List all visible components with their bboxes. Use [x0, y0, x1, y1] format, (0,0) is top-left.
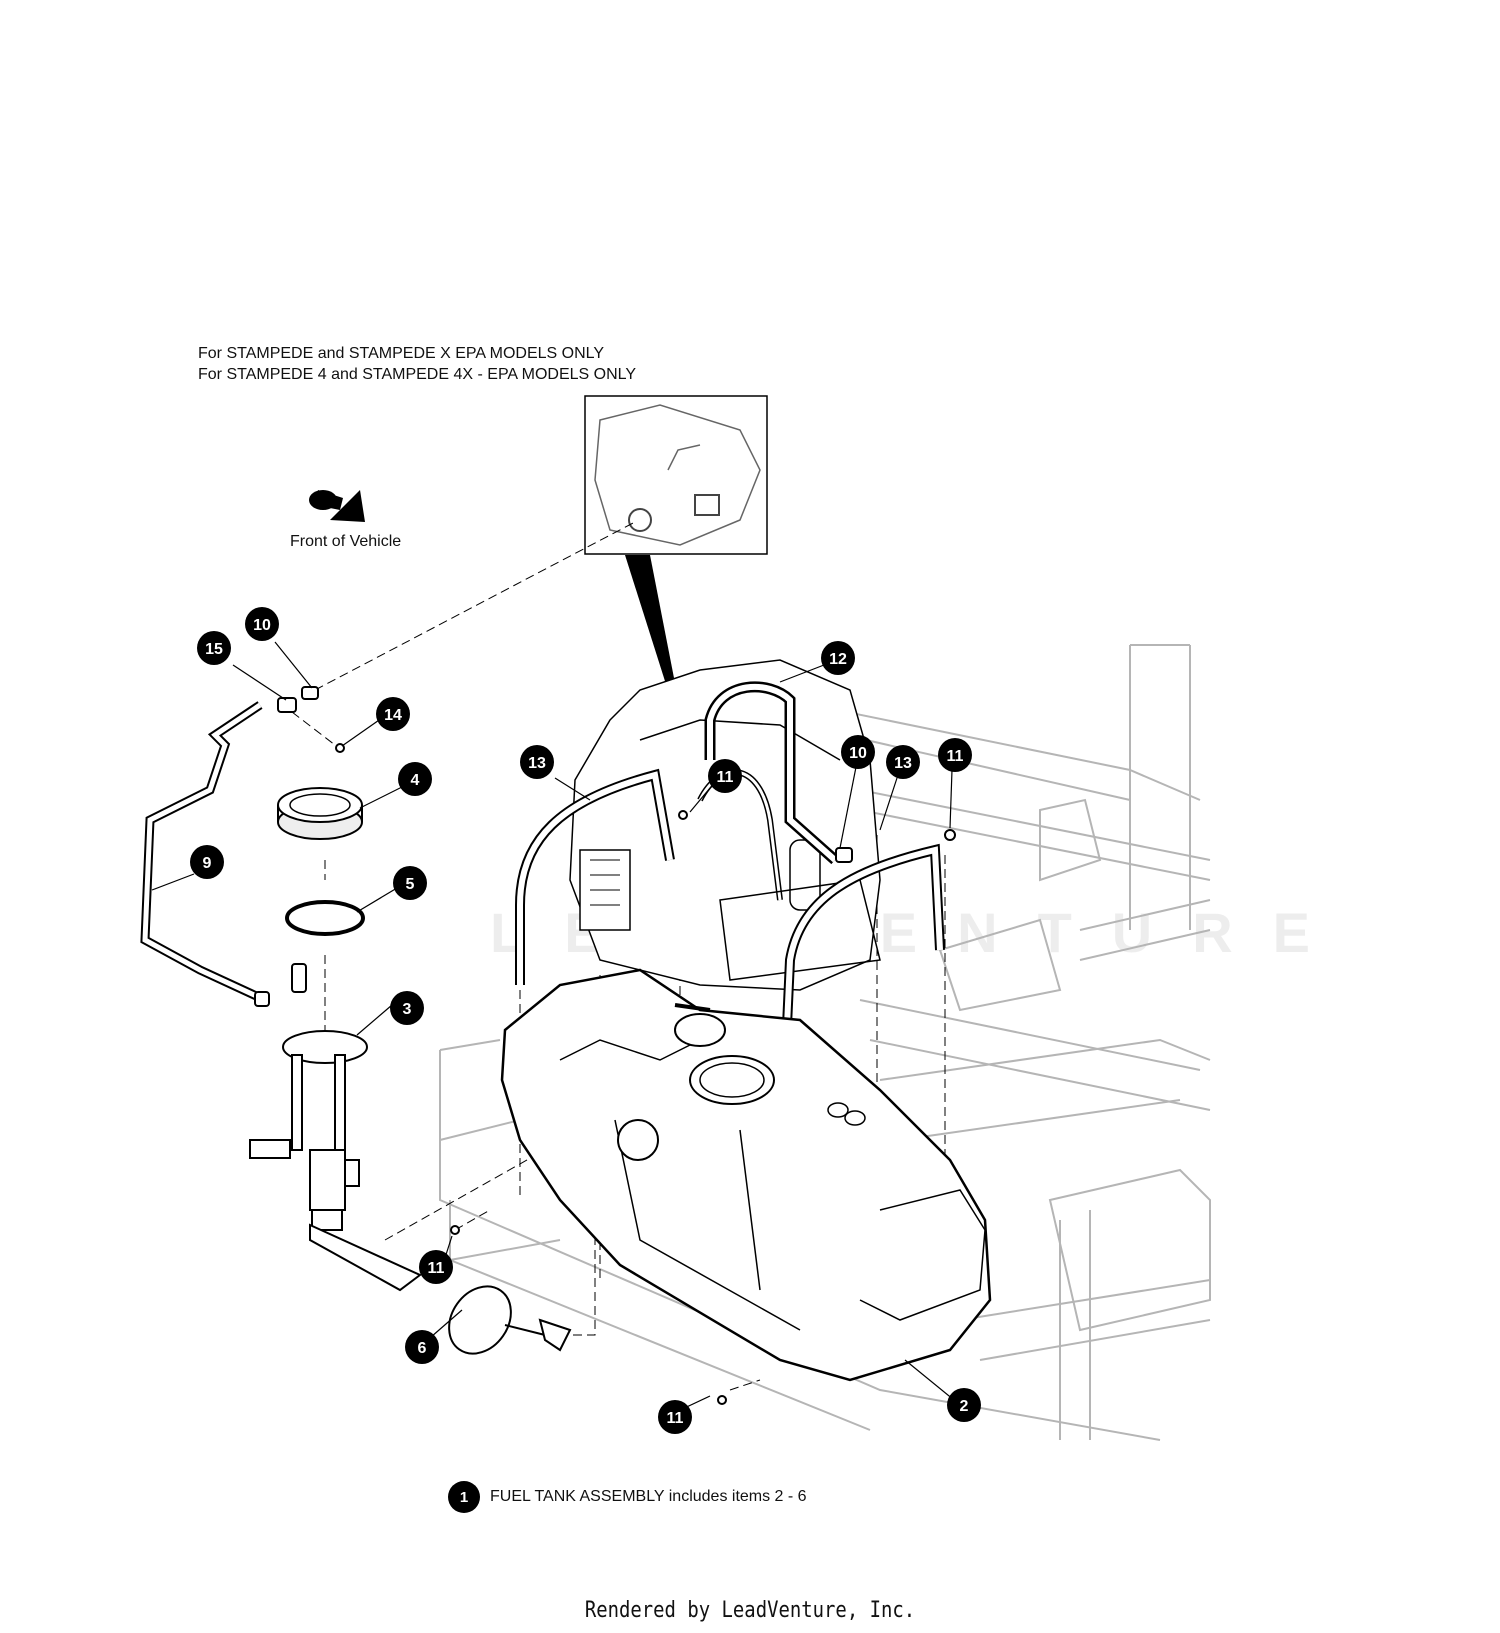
svg-text:2: 2: [960, 1398, 969, 1415]
tank-straps: [515, 768, 945, 1071]
svg-text:15: 15: [205, 641, 223, 658]
callout-circle: 13: [886, 745, 920, 779]
callout-circle: 10: [841, 735, 875, 769]
callout-leaders: [151, 641, 955, 1413]
assembly-note: 1 FUEL TANK ASSEMBLY includes items 2 - …: [448, 1480, 807, 1514]
svg-text:5: 5: [406, 876, 415, 893]
callout-circle: 6: [405, 1330, 439, 1364]
callout-circle: 11: [658, 1400, 692, 1434]
fuel-tank: [500, 968, 992, 1382]
callout-circle: 15: [197, 631, 231, 665]
assembly-number-badge: 1: [448, 1481, 480, 1513]
svg-text:13: 13: [528, 755, 546, 772]
svg-text:9: 9: [203, 855, 212, 872]
svg-text:13: 13: [894, 755, 912, 772]
fuel-hose-12: [704, 681, 839, 865]
svg-text:11: 11: [428, 1260, 445, 1277]
engine: [569, 659, 881, 991]
svg-text:4: 4: [411, 772, 420, 789]
assembly-description: FUEL TANK ASSEMBLY includes items 2 - 6: [490, 1488, 807, 1505]
svg-text:6: 6: [418, 1340, 427, 1357]
callout-circle: 4: [398, 762, 432, 796]
svg-text:11: 11: [717, 769, 734, 786]
front-of-vehicle-arrow-icon: [309, 490, 365, 522]
svg-text:10: 10: [253, 617, 271, 634]
svg-text:12: 12: [829, 651, 847, 668]
callout-circle: 9: [190, 845, 224, 879]
callout-circle: 11: [419, 1250, 453, 1284]
callouts: 10 15 14 12 4 13 11 10 13 11 9 5 3 11 6 …: [190, 607, 981, 1434]
callout-circle: 11: [938, 738, 972, 772]
lock-ring-4: [277, 787, 363, 840]
svg-text:10: 10: [849, 745, 867, 762]
svg-text:14: 14: [384, 707, 402, 724]
fuel-pump-3: [249, 963, 422, 1292]
seal-5: [285, 900, 365, 936]
models-note-line1: For STAMPEDE and STAMPEDE X EPA MODELS O…: [198, 345, 605, 362]
callout-circle: 12: [821, 641, 855, 675]
callout-circle: 11: [708, 759, 742, 793]
callout-circle: 2: [947, 1388, 981, 1422]
fuel-cap-6: [448, 1285, 572, 1355]
callout-circle: 10: [245, 607, 279, 641]
callout-circle: 3: [390, 991, 424, 1025]
callout-circle: 13: [520, 745, 554, 779]
callout-circle: 5: [393, 866, 427, 900]
callout-circle: 14: [376, 697, 410, 731]
svg-text:11: 11: [667, 1410, 684, 1427]
svg-text:11: 11: [947, 748, 964, 765]
models-note-line2: For STAMPEDE 4 and STAMPEDE 4X - EPA MOD…: [198, 366, 637, 383]
fuel-line-9: [140, 701, 267, 1005]
front-of-vehicle-label: Front of Vehicle: [290, 533, 402, 550]
fittings: [254, 686, 956, 1405]
footer-credit: Rendered by LeadVenture, Inc.: [584, 1598, 916, 1623]
svg-text:3: 3: [403, 1001, 412, 1018]
